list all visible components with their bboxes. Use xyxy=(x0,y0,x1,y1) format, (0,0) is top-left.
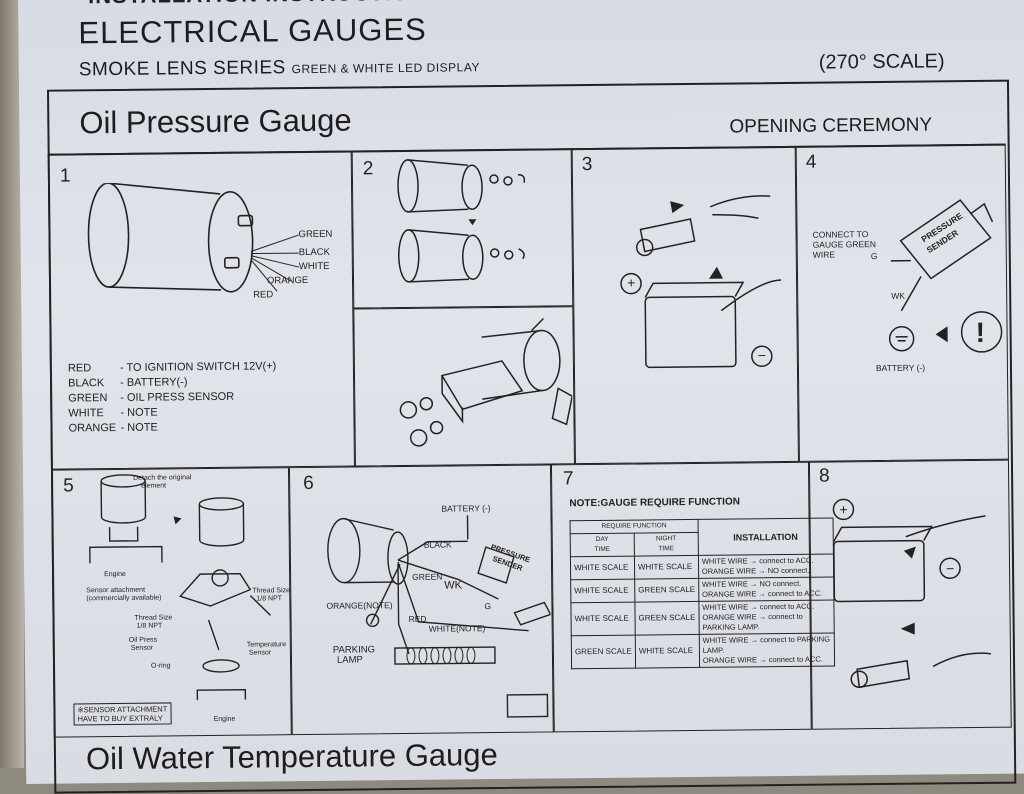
wire-legend: RED- TO IGNITION SWITCH 12V(+) BLACK- BA… xyxy=(68,359,277,436)
next-section-title-cut: Oil Water Temperature Gauge xyxy=(86,737,498,777)
battery-label: BATTERY (-) xyxy=(876,363,925,374)
engine-label-2: Engine xyxy=(214,716,236,723)
table-row: WHITE SCALE GREEN SCALE WHITE WIRE → con… xyxy=(571,600,834,636)
gauge-mounting-drawing xyxy=(390,156,561,298)
legend-row: RED- TO IGNITION SWITCH 12V(+) xyxy=(68,359,277,376)
oring-label: O-ring xyxy=(151,662,171,669)
wire-label-orange: ORANGE xyxy=(267,275,308,286)
day-cell: WHITE SCALE xyxy=(570,556,634,580)
wiring-diagram xyxy=(313,508,551,730)
sensor-attachment-label-2: (commercially available) xyxy=(86,595,161,603)
temp-sensor-label-2: Sensor xyxy=(249,649,271,656)
table-row: WHITE SCALE GREEN SCALE WHITE WIRE → NO … xyxy=(571,577,834,603)
svg-text:+: + xyxy=(627,275,635,291)
temp-sensor-label: Temperature xyxy=(247,641,286,648)
svg-text:+: + xyxy=(839,501,847,517)
step-number-2: 2 xyxy=(363,158,374,180)
engine-label: Engine xyxy=(104,571,126,578)
oil-sensor-label-2: Sensor xyxy=(131,645,153,652)
thread-size-left-2: 1/8 NPT xyxy=(137,623,163,630)
sensor-attachment-label: Sensor attachment xyxy=(86,587,145,595)
wire-label-red: RED xyxy=(253,289,273,300)
header-cut-text: INSTALLATION INSTRUCTIONS xyxy=(88,0,442,9)
day-cell: WHITE SCALE xyxy=(571,579,635,603)
wire-label-white: WHITE xyxy=(299,261,330,272)
thread-size-label: Thread Size xyxy=(252,587,290,594)
gauge-drawing xyxy=(80,181,261,303)
thread-size-left: Thread Size xyxy=(135,614,173,621)
instruction-sheet: INSTALLATION INSTRUCTIONS ELECTRICAL GAU… xyxy=(18,0,1024,784)
day-cell: WHITE SCALE xyxy=(571,602,635,636)
connect-label-3: WIRE xyxy=(813,249,835,259)
pressure-sender-drawing: ! xyxy=(860,190,1012,382)
installation-cell: WHITE WIRE → connect to PARKING LAMP.ORA… xyxy=(699,633,834,667)
step-number-6: 6 xyxy=(303,473,314,495)
step-number-1: 1 xyxy=(60,165,71,187)
oil-sensor-label: Oil Press xyxy=(129,637,157,644)
document-title: ELECTRICAL GAUGES xyxy=(78,12,427,52)
function-note: NOTE:GAUGE REQUIRE FUNCTION xyxy=(569,496,740,509)
legend-row: ORANGE- NOTE xyxy=(68,419,277,436)
table-row: WHITE SCALE WHITE SCALE WHITE WIRE → con… xyxy=(570,554,833,580)
section-title: Oil Pressure Gauge xyxy=(79,103,352,142)
step-number-8: 8 xyxy=(819,466,830,488)
installation-header: INSTALLATION xyxy=(698,518,833,555)
night-cell: WHITE SCALE xyxy=(635,634,699,668)
section-subtitle: OPENING CEREMONY xyxy=(729,114,932,138)
night-cell: GREEN SCALE xyxy=(635,578,699,602)
table-row: GREEN SCALE WHITE SCALE WHITE WIRE → con… xyxy=(571,633,834,669)
battery-reconnect-drawing: + − xyxy=(821,488,1003,710)
battery-disconnect-drawing: + − xyxy=(600,186,792,398)
step-number-7: 7 xyxy=(563,468,574,490)
table-header-row: REQUIRE FUNCTION INSTALLATION xyxy=(570,518,833,534)
require-function-header: REQUIRE FUNCTION xyxy=(570,519,698,533)
step-number-4: 4 xyxy=(806,152,817,174)
svg-text:−: − xyxy=(946,560,954,576)
night-cell: GREEN SCALE xyxy=(635,601,699,635)
installation-cell: WHITE WIRE → NO connect.ORANGE WIRE → co… xyxy=(698,577,833,601)
bracket-drawing xyxy=(381,316,572,448)
sensor-note-line-2: HAVE TO BUY EXTRALY xyxy=(78,713,168,723)
step-number-3: 3 xyxy=(582,154,593,176)
wire-label-black: BLACK xyxy=(299,247,330,258)
step-number-5: 5 xyxy=(63,475,74,497)
thread-size-label-2: 1/8 NPT xyxy=(256,595,282,602)
day-cell: GREEN SCALE xyxy=(571,635,635,669)
scale-label: (270° SCALE) xyxy=(819,50,945,74)
night-cell: WHITE SCALE xyxy=(634,555,698,579)
wire-label-green: GREEN xyxy=(298,229,332,240)
sensor-note-box: ※SENSOR ATTACHMENT HAVE TO BUY EXTRALY xyxy=(73,702,171,725)
svg-text:−: − xyxy=(758,347,766,363)
svg-text:!: ! xyxy=(975,317,985,348)
series-title: SMOKE LENS SERIES GREEN & WHITE LED DISP… xyxy=(79,55,480,81)
installation-cell: WHITE WIRE → connect to ACC.ORANGE WIRE … xyxy=(698,554,833,578)
installation-cell: WHITE WIRE → connect to ACC.ORANGE WIRE … xyxy=(699,600,834,634)
